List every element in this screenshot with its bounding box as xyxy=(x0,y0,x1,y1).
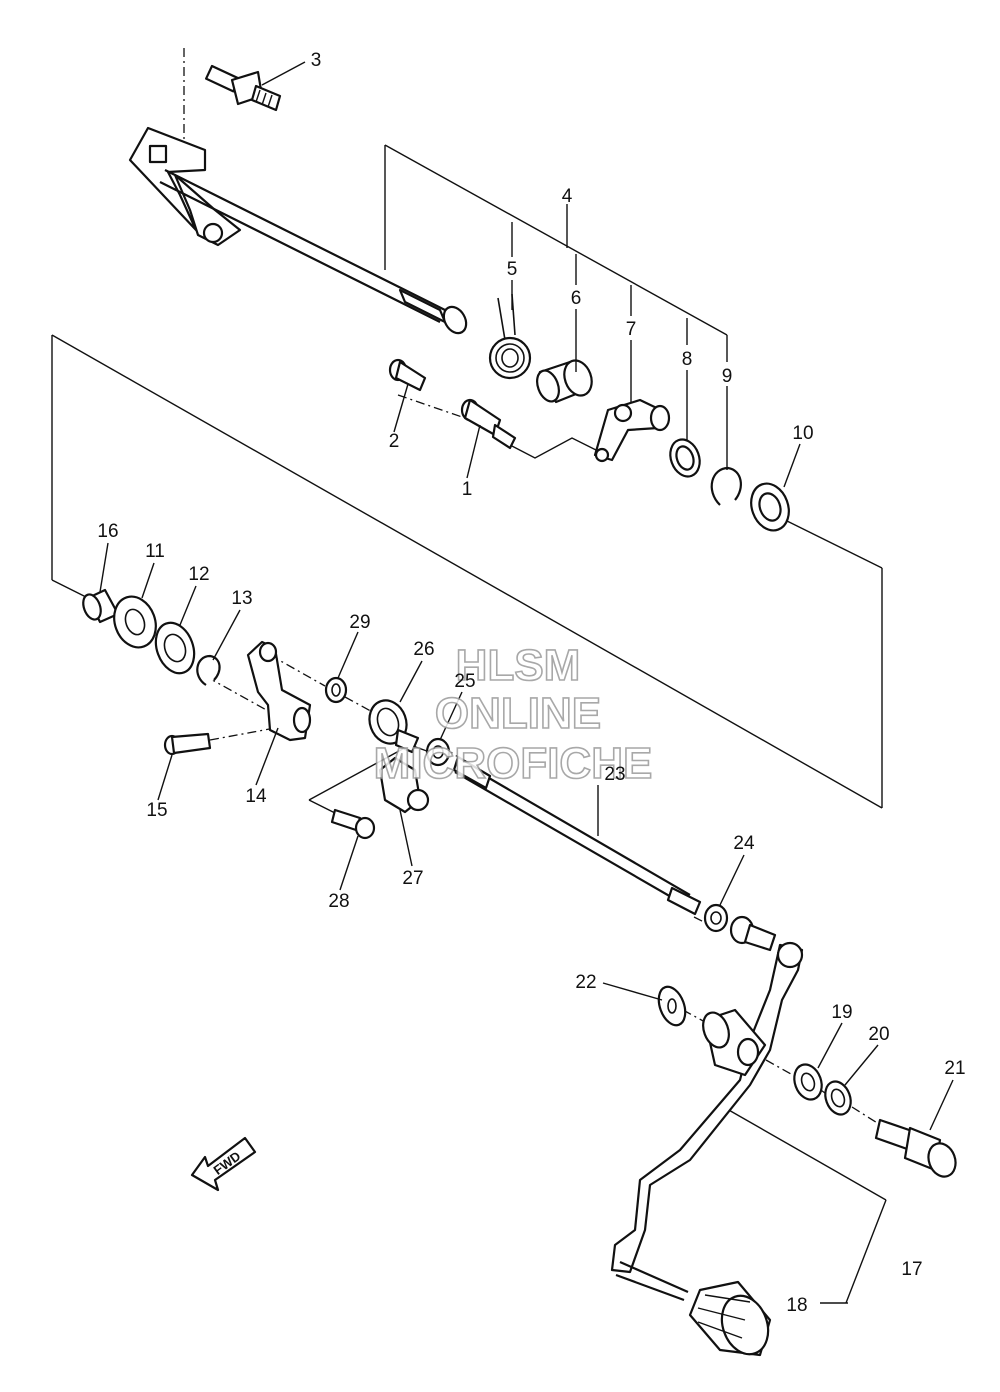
callout-19: 19 xyxy=(831,1002,852,1023)
callout-17: 17 xyxy=(901,1259,922,1280)
part-7-arm xyxy=(593,398,671,463)
part-10-washer xyxy=(750,482,790,532)
callout-1: 1 xyxy=(462,479,473,500)
part-14-lever xyxy=(246,640,312,742)
part-12-washer xyxy=(154,621,196,675)
callout-28: 28 xyxy=(328,891,349,912)
part-20-wave-washer xyxy=(824,1080,852,1116)
callout-9: 9 xyxy=(722,366,733,387)
callout-10: 10 xyxy=(792,423,813,444)
callout-16: 16 xyxy=(97,521,118,542)
callout-numbers: 1 2 3 4 5 6 7 8 9 10 11 12 13 14 15 16 1… xyxy=(97,50,965,1316)
part-1-pin xyxy=(460,398,517,450)
part-5-spring xyxy=(488,293,532,380)
watermark-line-2: ONLINE xyxy=(435,689,601,738)
part-6-collar xyxy=(536,359,593,404)
watermark-line-1: HLSM xyxy=(456,641,581,690)
part-3-bolt xyxy=(204,64,282,112)
callout-29: 29 xyxy=(349,612,370,633)
callout-21: 21 xyxy=(944,1058,965,1079)
part-16-bearing xyxy=(82,588,120,624)
part-21-pivot-bolt xyxy=(874,1118,957,1178)
part-11-collar xyxy=(113,595,157,649)
callout-11: 11 xyxy=(145,541,165,562)
callout-25: 25 xyxy=(454,671,475,692)
callout-6: 6 xyxy=(571,288,582,309)
part-23-shift-rod xyxy=(452,755,702,916)
callout-7: 7 xyxy=(626,319,637,340)
part-17-shift-pedal xyxy=(610,941,804,1302)
part-9-circlip xyxy=(710,466,742,506)
part-2-bolt xyxy=(388,358,427,392)
part-25-nut xyxy=(425,737,451,767)
callout-2: 2 xyxy=(389,431,400,452)
callout-13: 13 xyxy=(231,588,252,609)
callout-4: 4 xyxy=(562,186,573,207)
part-15-bolt xyxy=(163,732,212,756)
callout-14: 14 xyxy=(245,786,267,807)
callout-23: 23 xyxy=(604,764,625,785)
rod-end-joint xyxy=(729,915,777,952)
part-19-washer xyxy=(793,1063,823,1101)
part-13-circlip xyxy=(196,654,221,686)
callout-27: 27 xyxy=(402,868,423,889)
callout-8: 8 xyxy=(682,349,693,370)
callout-26: 26 xyxy=(413,639,434,660)
part-26-ball-joint xyxy=(368,699,420,754)
part-18-pedal-rubber xyxy=(688,1280,772,1357)
callout-22: 22 xyxy=(575,972,596,993)
watermark: HLSM ONLINE MICROFICHE xyxy=(373,640,653,789)
callout-20: 20 xyxy=(868,1024,889,1045)
part-22-washer xyxy=(657,985,687,1027)
callout-5: 5 xyxy=(507,259,518,280)
part-8-washer xyxy=(669,438,701,478)
callout-24: 24 xyxy=(733,833,755,854)
part-29-nut xyxy=(324,676,348,704)
shift-shaft-assembly xyxy=(128,126,468,335)
part-24-nut xyxy=(703,903,729,933)
callout-18: 18 xyxy=(786,1295,807,1316)
fwd-direction-arrow: FWD xyxy=(190,1136,257,1192)
part-27-cover xyxy=(378,756,430,814)
callout-15: 15 xyxy=(146,800,167,821)
callout-3: 3 xyxy=(311,50,322,71)
callout-12: 12 xyxy=(188,564,209,585)
part-28-bolt xyxy=(330,808,376,840)
watermark-line-3: MICROFICHE xyxy=(374,739,653,788)
leader-lines xyxy=(99,61,954,1131)
